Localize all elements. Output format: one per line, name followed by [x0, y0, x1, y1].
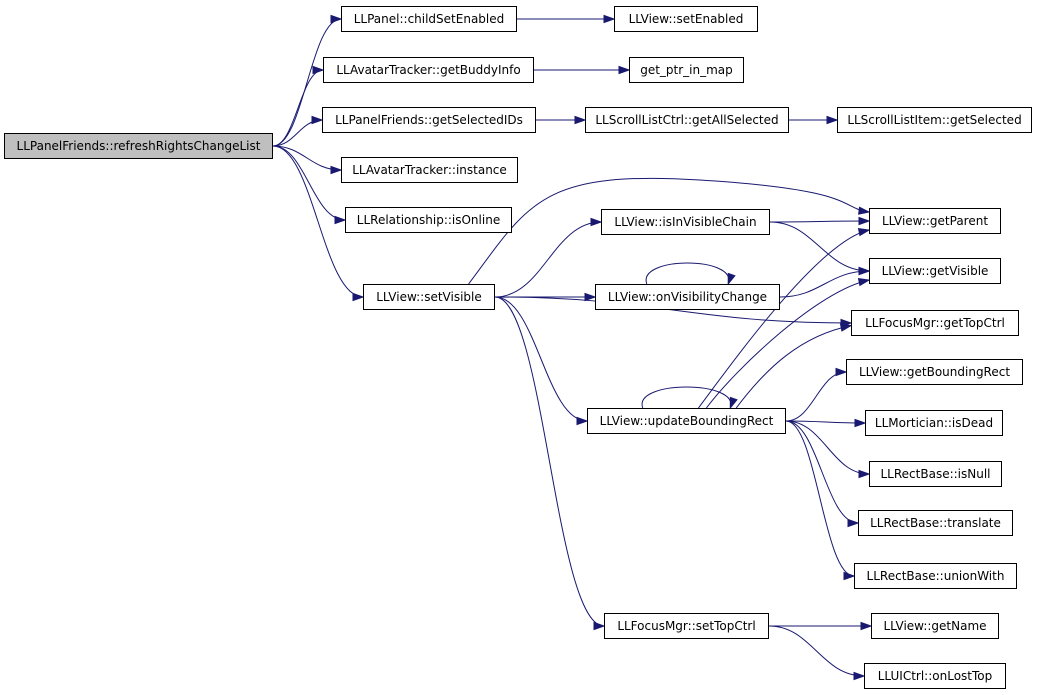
- edge-n17-to-n20-arrowhead: [847, 518, 860, 528]
- node-llrelationship-isonline[interactable]: LLRelationship::isOnline: [345, 207, 512, 233]
- node-llmortician-isdead[interactable]: LLMortician::isDead: [865, 410, 1003, 436]
- edge-n13-to-n22-arrowhead: [593, 621, 606, 631]
- edge-n13-to-n11-arrowhead: [858, 206, 871, 215]
- edge-n0-to-n5-arrowhead: [311, 115, 324, 125]
- node-llrectbase-translate[interactable]: LLRectBase::translate: [858, 510, 1013, 536]
- edge-n0-to-n13: [272, 145, 364, 298]
- edge-n1-to-n2-arrowhead: [603, 14, 616, 24]
- edge-n17-to-n21: [785, 420, 855, 577]
- edge-n17-to-n12-arrowhead: [857, 278, 871, 287]
- node-lluictrl-onlosttop[interactable]: LLUICtrl::onLostTop: [864, 663, 1006, 689]
- edge-n10-to-n12: [769, 221, 870, 272]
- edge-n17-to-n11-arrowhead: [857, 228, 871, 237]
- edge-n3-to-n4-arrowhead: [618, 65, 631, 75]
- node-llrectbase-unionwith[interactable]: LLRectBase::unionWith: [854, 563, 1017, 589]
- edge-n10-to-n11-arrowhead: [858, 216, 871, 226]
- node-llview-updateboundingrect[interactable]: LLView::updateBoundingRect: [587, 408, 786, 434]
- edge-n13-to-n17-arrowhead: [576, 416, 589, 426]
- edge-n0-to-n1-arrowhead: [330, 14, 343, 24]
- edge-n13-to-n22: [494, 296, 605, 627]
- edge-n14-to-n14-arrowhead: [727, 272, 736, 286]
- node-llavatartracker-getbuddyinfo[interactable]: LLAvatarTracker::getBuddyInfo: [323, 57, 534, 83]
- edge-n17-to-n11: [698, 229, 870, 409]
- edge-n0-to-n3-arrowhead: [312, 65, 325, 75]
- edge-n22-to-n23-arrowhead: [860, 621, 873, 631]
- edge-n13-to-n11: [468, 177, 870, 285]
- edge-n0-to-n9-arrowhead: [334, 215, 347, 225]
- node-llscrolllistitem-getselected[interactable]: LLScrollListItem::getSelected: [837, 107, 1032, 133]
- edge-n13-to-n10-arrowhead: [590, 217, 603, 227]
- node-llview-getboundingrect[interactable]: LLView::getBoundingRect: [846, 359, 1023, 385]
- edge-n22-to-n24: [768, 625, 865, 677]
- edge-n22-to-n24-arrowhead: [853, 671, 866, 681]
- edge-n17-to-n17: [641, 386, 732, 409]
- edge-n13-to-n14-arrowhead: [584, 292, 597, 302]
- edge-n14-to-n14: [645, 262, 730, 285]
- edge-n6-to-n7-arrowhead: [826, 115, 839, 125]
- node-llscrolllistctrl-getallselected[interactable]: LLScrollListCtrl::getAllSelected: [585, 107, 789, 133]
- edge-n14-to-n12-arrowhead: [858, 266, 871, 276]
- node-llview-getparent[interactable]: LLView::getParent: [869, 208, 1001, 234]
- edge-n0-to-n8-arrowhead: [330, 165, 343, 175]
- edge-n17-to-n20: [785, 420, 859, 524]
- edge-n17-to-n18-arrowhead: [854, 418, 867, 428]
- edge-n5-to-n6-arrowhead: [574, 115, 587, 125]
- node-llrectbase-isnull[interactable]: LLRectBase::isNull: [869, 461, 1002, 487]
- node-llavatartracker-instance[interactable]: LLAvatarTracker::instance: [341, 157, 518, 183]
- node-llview-setenabled[interactable]: LLView::setEnabled: [614, 6, 758, 32]
- edge-n17-to-n16: [785, 371, 847, 422]
- edge-n17-to-n19: [785, 420, 870, 475]
- edge-n17-to-n12: [706, 279, 870, 409]
- node-llview-getvisible[interactable]: LLView::getVisible: [869, 258, 1001, 284]
- edge-n17-to-n19-arrowhead: [858, 469, 871, 479]
- edge-n17-to-n15-arrowhead: [839, 323, 853, 332]
- node-llview-setvisible[interactable]: LLView::setVisible: [363, 284, 495, 310]
- node-llpanelfriends-refreshrightschangelist[interactable]: LLPanelFriends::refreshRightsChangeList: [4, 133, 273, 159]
- node-llview-isinvisiblechain[interactable]: LLView::isInVisibleChain: [601, 209, 770, 235]
- node-llfocusmgr-settopctrl[interactable]: LLFocusMgr::setTopCtrl: [604, 613, 769, 639]
- edge-n0-to-n3: [272, 69, 324, 147]
- edge-n0-to-n13-arrowhead: [352, 292, 365, 302]
- node-llpanel-childsetenabled[interactable]: LLPanel::childSetEnabled: [341, 6, 517, 32]
- node-llpanelfriends-getselectedids[interactable]: LLPanelFriends::getSelectedIDs: [322, 107, 536, 133]
- edge-n0-to-n5: [272, 119, 323, 147]
- edge-n17-to-n17-arrowhead: [729, 396, 738, 410]
- edge-n10-to-n11: [769, 220, 870, 223]
- node-llview-getname[interactable]: LLView::getName: [871, 613, 999, 639]
- edge-n13-to-n10: [494, 221, 602, 298]
- edge-n13-to-n17: [494, 296, 588, 422]
- edge-n0-to-n9: [272, 145, 346, 221]
- node-get-ptr-in-map[interactable]: get_ptr_in_map: [629, 57, 744, 83]
- edge-n17-to-n15: [735, 325, 852, 409]
- node-llview-onvisibilitychange[interactable]: LLView::onVisibilityChange: [595, 284, 780, 310]
- node-llfocusmgr-gettopctrl[interactable]: LLFocusMgr::getTopCtrl: [851, 310, 1019, 336]
- edge-n17-to-n16-arrowhead: [835, 367, 848, 377]
- edge-n14-to-n12: [779, 270, 870, 298]
- edge-n17-to-n21-arrowhead: [843, 571, 856, 581]
